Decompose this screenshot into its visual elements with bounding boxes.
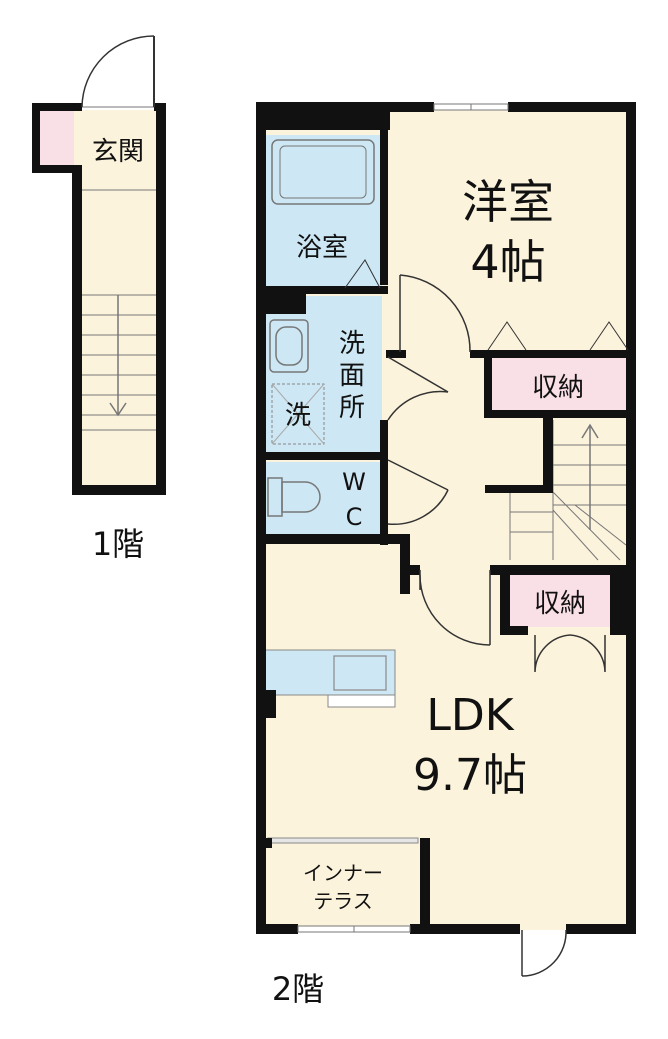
storage-2-area: [510, 575, 610, 627]
toilet-icon: [267, 477, 321, 517]
wc-area: [265, 462, 382, 535]
entrance-door: [81, 35, 155, 108]
wash-basin-icon: [269, 319, 309, 373]
entrance-tile: [40, 110, 74, 166]
floor1-area: [74, 110, 164, 491]
floor2-windows: [297, 103, 509, 933]
entrance-label: 玄関: [92, 137, 144, 167]
storage-2-label: 収納: [534, 589, 586, 619]
terrace-sash: [267, 837, 419, 844]
inner-terrace-label-2: テラス: [313, 889, 373, 913]
washroom-area: [265, 296, 382, 453]
stairs-up-arrow-icon: [581, 423, 599, 530]
wc-label-c: C: [346, 503, 363, 531]
storage-1-area: [490, 358, 626, 412]
bathtub-icon: [271, 139, 375, 205]
ldk-label: LDK: [426, 690, 514, 741]
washer-pan-icon: [271, 383, 325, 445]
inner-terrace-label-1: インナー: [303, 861, 383, 885]
inner-terrace-area: [265, 842, 425, 927]
western-room-label: 洋室: [462, 175, 554, 229]
kitchen-shelf: [327, 694, 396, 708]
kitchen-counter: [264, 649, 396, 696]
western-room-size: 4帖: [470, 235, 545, 289]
bathroom-label: 浴室: [296, 233, 348, 263]
floor1-stairs: [80, 189, 160, 431]
floor2-plan: 洋室 4帖 浴室 洗 面 所 洗 W C 収納 収納 LDK 9.7帖 インナー…: [256, 102, 636, 1008]
washroom-label-3: 所: [339, 393, 365, 423]
washroom-label-2: 面: [339, 361, 365, 391]
stairs-down-arrow-icon: [109, 295, 127, 417]
washer-label: 洗: [285, 401, 311, 431]
wc-label-w: W: [342, 468, 366, 496]
floor2-caption: 2階: [272, 970, 324, 1008]
floor2-doors: [344, 259, 629, 977]
floor2-walls: [256, 102, 636, 934]
floor1-plan: 玄関 1階: [32, 35, 166, 563]
storage-1-label: 収納: [532, 373, 584, 403]
bathroom-area: [265, 135, 382, 288]
floor1-walls: [32, 103, 166, 495]
floor1-caption: 1階: [92, 525, 144, 563]
washroom-label-1: 洗: [339, 329, 365, 359]
kitchen-sink-icon: [333, 655, 387, 691]
ldk-size: 9.7帖: [413, 750, 527, 801]
